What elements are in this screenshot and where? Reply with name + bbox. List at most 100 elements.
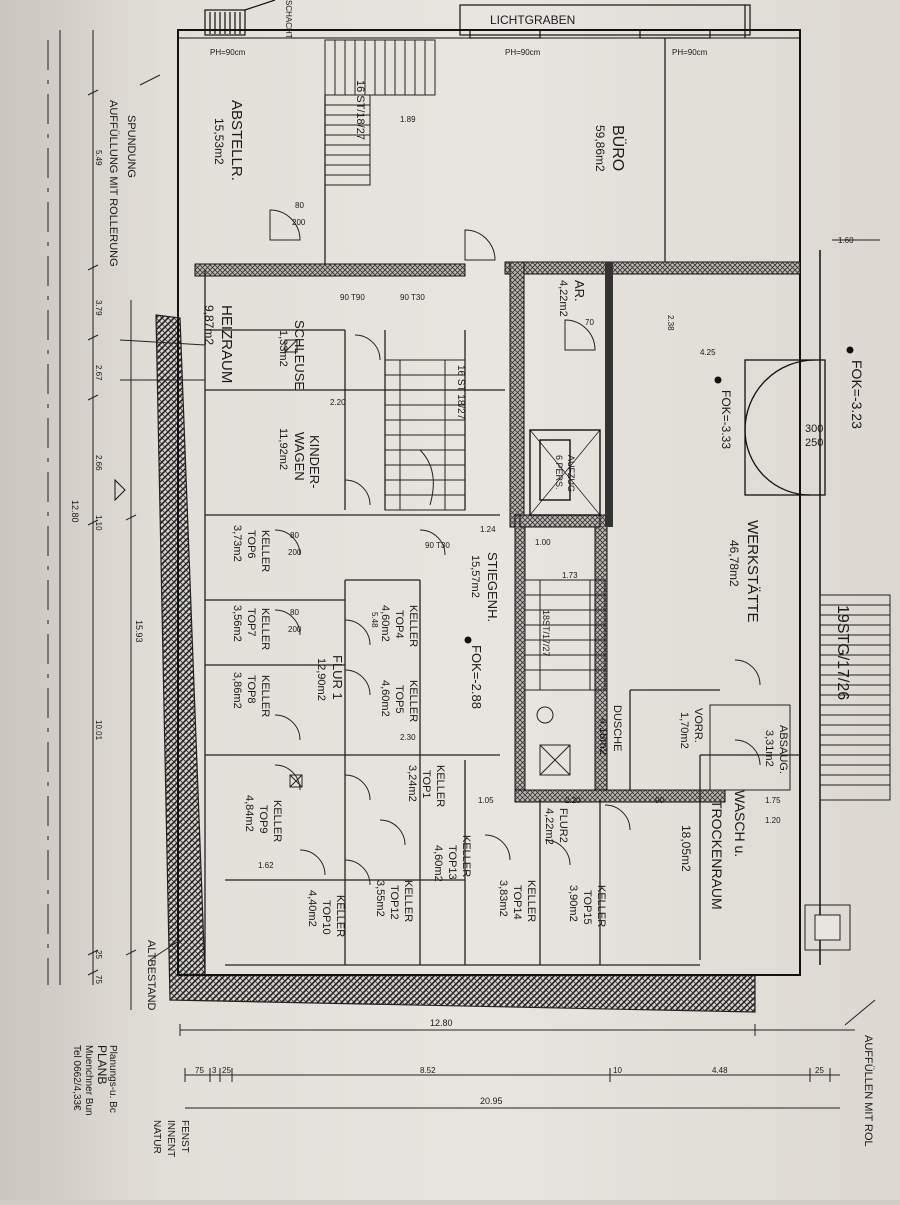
title-block-2: PLANB	[95, 1045, 109, 1084]
dim-1-62: 1.62	[258, 861, 274, 870]
dim-1-75: 1.75	[765, 796, 781, 805]
dim-t30-b: 90 T30	[425, 541, 450, 550]
room-k12-name: KELLER	[402, 880, 414, 922]
room-vorr-area: 1,70m2	[678, 712, 690, 749]
room-absaug-area: 3,31m2	[763, 730, 775, 767]
room-k13-name: KELLER	[460, 835, 472, 877]
room-k6-top: TOP6	[245, 530, 257, 559]
label-auffuellung: AUFFÜLLUNG MIT ROLLERUNG	[107, 100, 119, 267]
room-wasch-name: WASCH u.	[732, 790, 748, 857]
room-flur1-area: 12,90m2	[315, 658, 327, 701]
label-aufzug: AUFZUG	[566, 455, 576, 492]
dim-b1: 75	[195, 1066, 204, 1075]
dim-70: 70	[585, 318, 594, 327]
room-k14-area: 3,83m2	[497, 880, 509, 917]
label-window-ph2: PH=90cm	[505, 48, 541, 57]
label-door-300: 300	[805, 423, 823, 435]
level-markers	[114, 346, 854, 644]
dimension-numbers: 75 3 25 8.52 10 4.48 25 5.49 3.79 2.67 2…	[94, 115, 854, 1075]
dim-2-20: 2.20	[330, 398, 346, 407]
room-werk-area: 46,78m2	[727, 540, 741, 587]
stair-middle	[384, 359, 466, 511]
room-k14-name: KELLER	[525, 880, 537, 922]
room-k9-top: TOP9	[257, 805, 269, 834]
label-stair-mid: 16 ST 18/27	[455, 365, 466, 420]
label-fok-333: FOK=-3.33	[719, 390, 733, 449]
room-k8-area: 3,86m2	[231, 672, 243, 709]
dim-1-60: 1.60	[838, 236, 854, 245]
label-window-ph1: PH=90cm	[210, 48, 246, 57]
dim-b3: 25	[222, 1066, 231, 1075]
label-fok-323: FOK=-3.23	[849, 360, 865, 429]
dim-b2: 3	[212, 1066, 217, 1075]
room-k4-top: TOP4	[393, 610, 405, 639]
label-altbestand: ALTBESTAND	[145, 940, 157, 1011]
dim-1-00: 1.00	[535, 538, 551, 547]
label-schacht: SCHACHT	[284, 0, 293, 39]
fixtures	[284, 339, 851, 951]
label-lichtgraben: LICHTGRABEN	[490, 13, 575, 27]
dim-4-25: 4.25	[700, 348, 716, 357]
left-dimension-chain	[47, 30, 137, 1010]
room-k7-name: KELLER	[259, 608, 271, 650]
bottom-dimension-chain	[179, 1024, 855, 1109]
room-k10-top: TOP10	[320, 900, 332, 935]
label-stair-low: 18ST/17/27	[541, 610, 551, 657]
room-k8-top: TOP8	[245, 675, 257, 704]
room-k5-name: KELLER	[407, 680, 419, 722]
dim-1-73: 1.73	[562, 571, 578, 580]
dim-1-05: 1.05	[478, 796, 494, 805]
dim-door-80-c: 80	[290, 608, 299, 617]
room-buero-area: 59,86m2	[593, 125, 607, 172]
room-vorr-name: VORR.	[692, 708, 704, 743]
room-dusche-area: 4,18m2	[597, 718, 609, 755]
room-k6-name: KELLER	[259, 530, 271, 572]
room-heiz-area: 9,87m2	[202, 305, 216, 345]
label-spundung: SPUNDUNG	[125, 115, 137, 178]
label-natur: NATUR	[151, 1120, 162, 1154]
room-k5-area: 4,60m2	[379, 680, 391, 717]
room-abstell-area: 15,53m2	[212, 118, 226, 165]
dim-door-200-a: 200	[292, 218, 306, 227]
room-labels: ABSTELLR. 15,53m2 BÜRO 59,86m2 HEIZRAUM …	[202, 100, 789, 937]
leader-lines	[119, 74, 880, 1026]
dim-door-90: 90	[655, 796, 664, 805]
room-dusche-name: DUSCHE	[611, 705, 623, 751]
dim-2-38: 2.38	[666, 315, 675, 331]
dim-door-80-a: 80	[295, 201, 304, 210]
title-block-3: Muenchner Bun	[83, 1045, 94, 1116]
dim-l8: 25	[94, 950, 103, 959]
room-kinder-area: 11,92m2	[277, 428, 289, 470]
room-stiegenh-area: 15,57m2	[469, 555, 481, 598]
dim-l2: 3.79	[94, 300, 103, 316]
dim-b4: 8.52	[420, 1066, 436, 1075]
room-k15-name: KELLER	[595, 885, 607, 927]
room-flur2-name: FLUR2	[557, 808, 569, 843]
room-abstell-name: ABSTELLR.	[228, 100, 245, 181]
room-k6-area: 3,73m2	[231, 525, 243, 562]
room-kinder-name: KINDER-	[307, 435, 322, 488]
room-kinder-name2: WAGEN	[292, 432, 307, 481]
room-heiz-name: HEIZRAUM	[218, 305, 235, 383]
room-k10-area: 4,40m2	[306, 890, 318, 927]
room-k1-area: 3,24m2	[406, 765, 418, 802]
label-door-250: 250	[805, 437, 823, 449]
room-k5-top: TOP5	[393, 685, 405, 714]
dim-l1: 5.49	[94, 150, 103, 166]
room-k15-top: TOP15	[581, 890, 593, 925]
dim-2-30: 2.30	[400, 733, 416, 742]
interior-walls	[194, 261, 801, 803]
room-wasch-area: 18,05m2	[679, 825, 693, 872]
dim-1-89: 1.89	[400, 115, 416, 124]
annotation-labels: LICHTGRABEN SCHACHT SPUNDUNG AUFFÜLLUNG …	[70, 0, 874, 1157]
dim-1-20: 1.20	[765, 816, 781, 825]
room-k13-area: 4,60m2	[432, 845, 444, 882]
room-k14-top: TOP14	[511, 885, 523, 920]
room-k12-area: 3,55m2	[374, 880, 386, 917]
dim-20-95: 20.95	[480, 1096, 503, 1106]
stair-lower	[524, 579, 606, 691]
room-k15-area: 3,90m2	[567, 885, 579, 922]
dim-t90: 90 T90	[340, 293, 365, 302]
label-aufzug-pers: 6 PERS.	[554, 455, 564, 490]
label-stair-top: 16 ST/18/27	[354, 80, 366, 140]
